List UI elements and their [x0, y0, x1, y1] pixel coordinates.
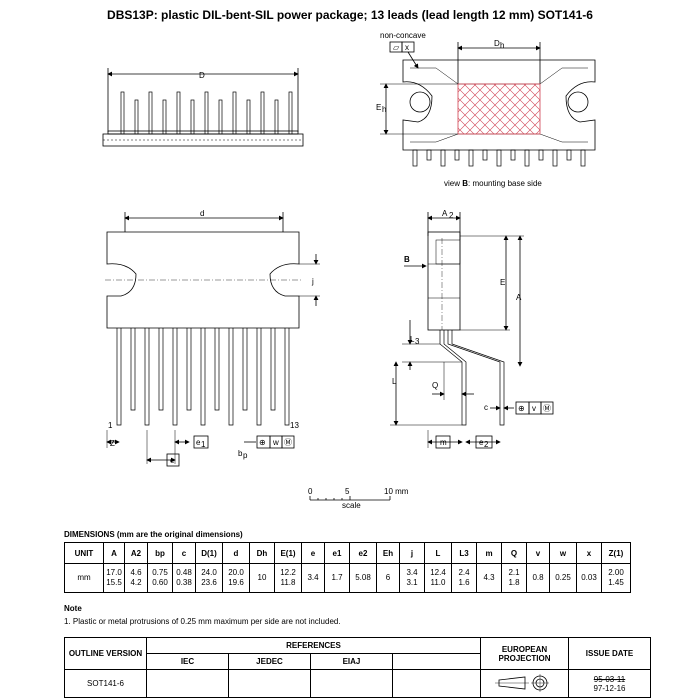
svg-text:Ⓜ: Ⓜ: [543, 404, 551, 413]
flatness-icon: ▱: [393, 43, 400, 52]
top-view-leads: [120, 91, 293, 135]
svg-text:1: 1: [201, 440, 206, 449]
svg-text:10 mm: 10 mm: [384, 487, 409, 496]
dimensions-header-row: UNIT A A2 bp c D(1) d Dh E(1) e e1 e2 Eh…: [64, 542, 631, 564]
svg-text:h: h: [500, 41, 504, 50]
view-b-marker: B: [404, 255, 410, 264]
svg-text:d: d: [200, 209, 204, 218]
svg-text:E: E: [500, 278, 505, 287]
front-view: d j 1 13 Z e 1 e ⊕ w: [105, 209, 320, 467]
svg-text:v: v: [532, 404, 536, 413]
svg-text:Q: Q: [432, 381, 438, 390]
svg-text:5: 5: [345, 487, 350, 496]
references-table: OUTLINE VERSION REFERENCES EUROPEAN PROJ…: [64, 637, 651, 698]
svg-text:2: 2: [449, 211, 454, 220]
svg-text:L: L: [410, 335, 415, 344]
svg-text:0: 0: [308, 487, 313, 496]
svg-text:e: e: [196, 438, 201, 447]
scale-bar: 0 5 10 mm scale: [308, 487, 409, 510]
svg-text:2: 2: [484, 440, 489, 449]
svg-text:p: p: [243, 451, 248, 460]
svg-text:c: c: [484, 403, 488, 412]
side-view: A 2 B E A L 3 L Q c ⊕: [390, 209, 554, 449]
dim-d-label: D: [199, 71, 205, 80]
svg-text:e: e: [170, 456, 175, 465]
top-view: D: [102, 68, 304, 147]
svg-text:A: A: [516, 293, 522, 302]
svg-text:L: L: [392, 377, 397, 386]
view-b-caption: view B: mounting base side: [444, 179, 542, 188]
note-heading: Note: [64, 604, 82, 613]
svg-text:⊕: ⊕: [518, 404, 525, 413]
dimensions-table: UNIT A A2 bp c D(1) d Dh E(1) e e1 e2 Eh…: [64, 542, 631, 593]
note-text: 1. Plastic or metal protrusions of 0.25 …: [64, 617, 341, 626]
heatsink-area: [457, 83, 541, 135]
pin-1-label: 1: [108, 421, 113, 430]
european-projection-icon: [480, 669, 569, 698]
svg-text:e: e: [479, 438, 484, 447]
dimensions-title: DIMENSIONS (mm are the original dimensio…: [64, 530, 243, 539]
front-view-leads: [116, 328, 290, 426]
max-material-icon: Ⓜ: [284, 438, 292, 447]
non-concave-label: non-concave: [380, 31, 426, 40]
mounting-view: non-concave ▱ x D h E h view: [376, 31, 596, 188]
package-drawing: D non-concave ▱ x D h: [102, 31, 596, 510]
svg-text:j: j: [311, 277, 314, 286]
svg-text:h: h: [382, 105, 386, 114]
svg-text:D: D: [494, 39, 500, 48]
svg-text:A: A: [442, 209, 448, 218]
position-icon: ⊕: [259, 438, 266, 447]
pin-13-label: 13: [290, 421, 299, 430]
svg-text:x: x: [405, 43, 409, 52]
svg-text:scale: scale: [342, 501, 361, 510]
svg-text:w: w: [272, 438, 279, 447]
svg-text:3: 3: [415, 337, 420, 346]
page-title: DBS13P: plastic DIL-bent-SIL power packa…: [107, 8, 593, 22]
svg-text:b: b: [238, 449, 243, 458]
svg-text:Z: Z: [110, 439, 115, 448]
svg-text:E: E: [376, 103, 381, 112]
svg-text:m: m: [440, 438, 447, 447]
